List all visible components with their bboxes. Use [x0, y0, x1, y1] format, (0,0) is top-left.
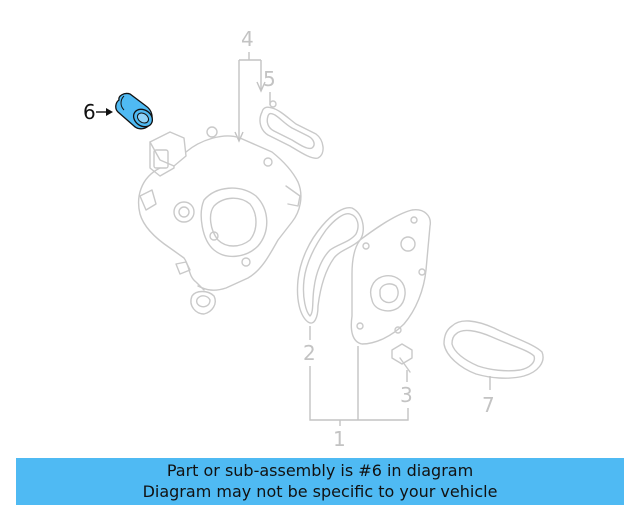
parts-diagram: 4 5 2 [83, 27, 544, 451]
callout-4-arrow-b [256, 81, 266, 93]
part-7-belt [443, 320, 544, 379]
callout-3: 3 [400, 383, 413, 407]
banner-line-1: Part or sub-assembly is #6 in diagram [166, 461, 474, 480]
callout-1: 1 [333, 427, 346, 451]
callout-6: 6 [83, 100, 96, 124]
part-5-gasket [259, 100, 324, 159]
callout-4: 4 [241, 27, 254, 51]
callout-7: 7 [482, 393, 495, 417]
callout-4-arrow [234, 131, 244, 143]
callout-6-arrow [106, 108, 113, 116]
water-pump-housing [137, 126, 302, 315]
callout-5: 5 [263, 67, 276, 91]
callout-2: 2 [303, 341, 316, 365]
part-6-highlighted[interactable] [115, 92, 156, 130]
callout-4-leader [238, 52, 262, 140]
info-banner: Part or sub-assembly is #6 in diagram Di… [16, 458, 624, 505]
banner-line-2: Diagram may not be specific to your vehi… [142, 482, 498, 501]
water-pump [350, 209, 431, 345]
part-3-bolt [391, 343, 413, 373]
callout-1-bracket [309, 346, 409, 426]
part-2-gasket [296, 207, 364, 324]
